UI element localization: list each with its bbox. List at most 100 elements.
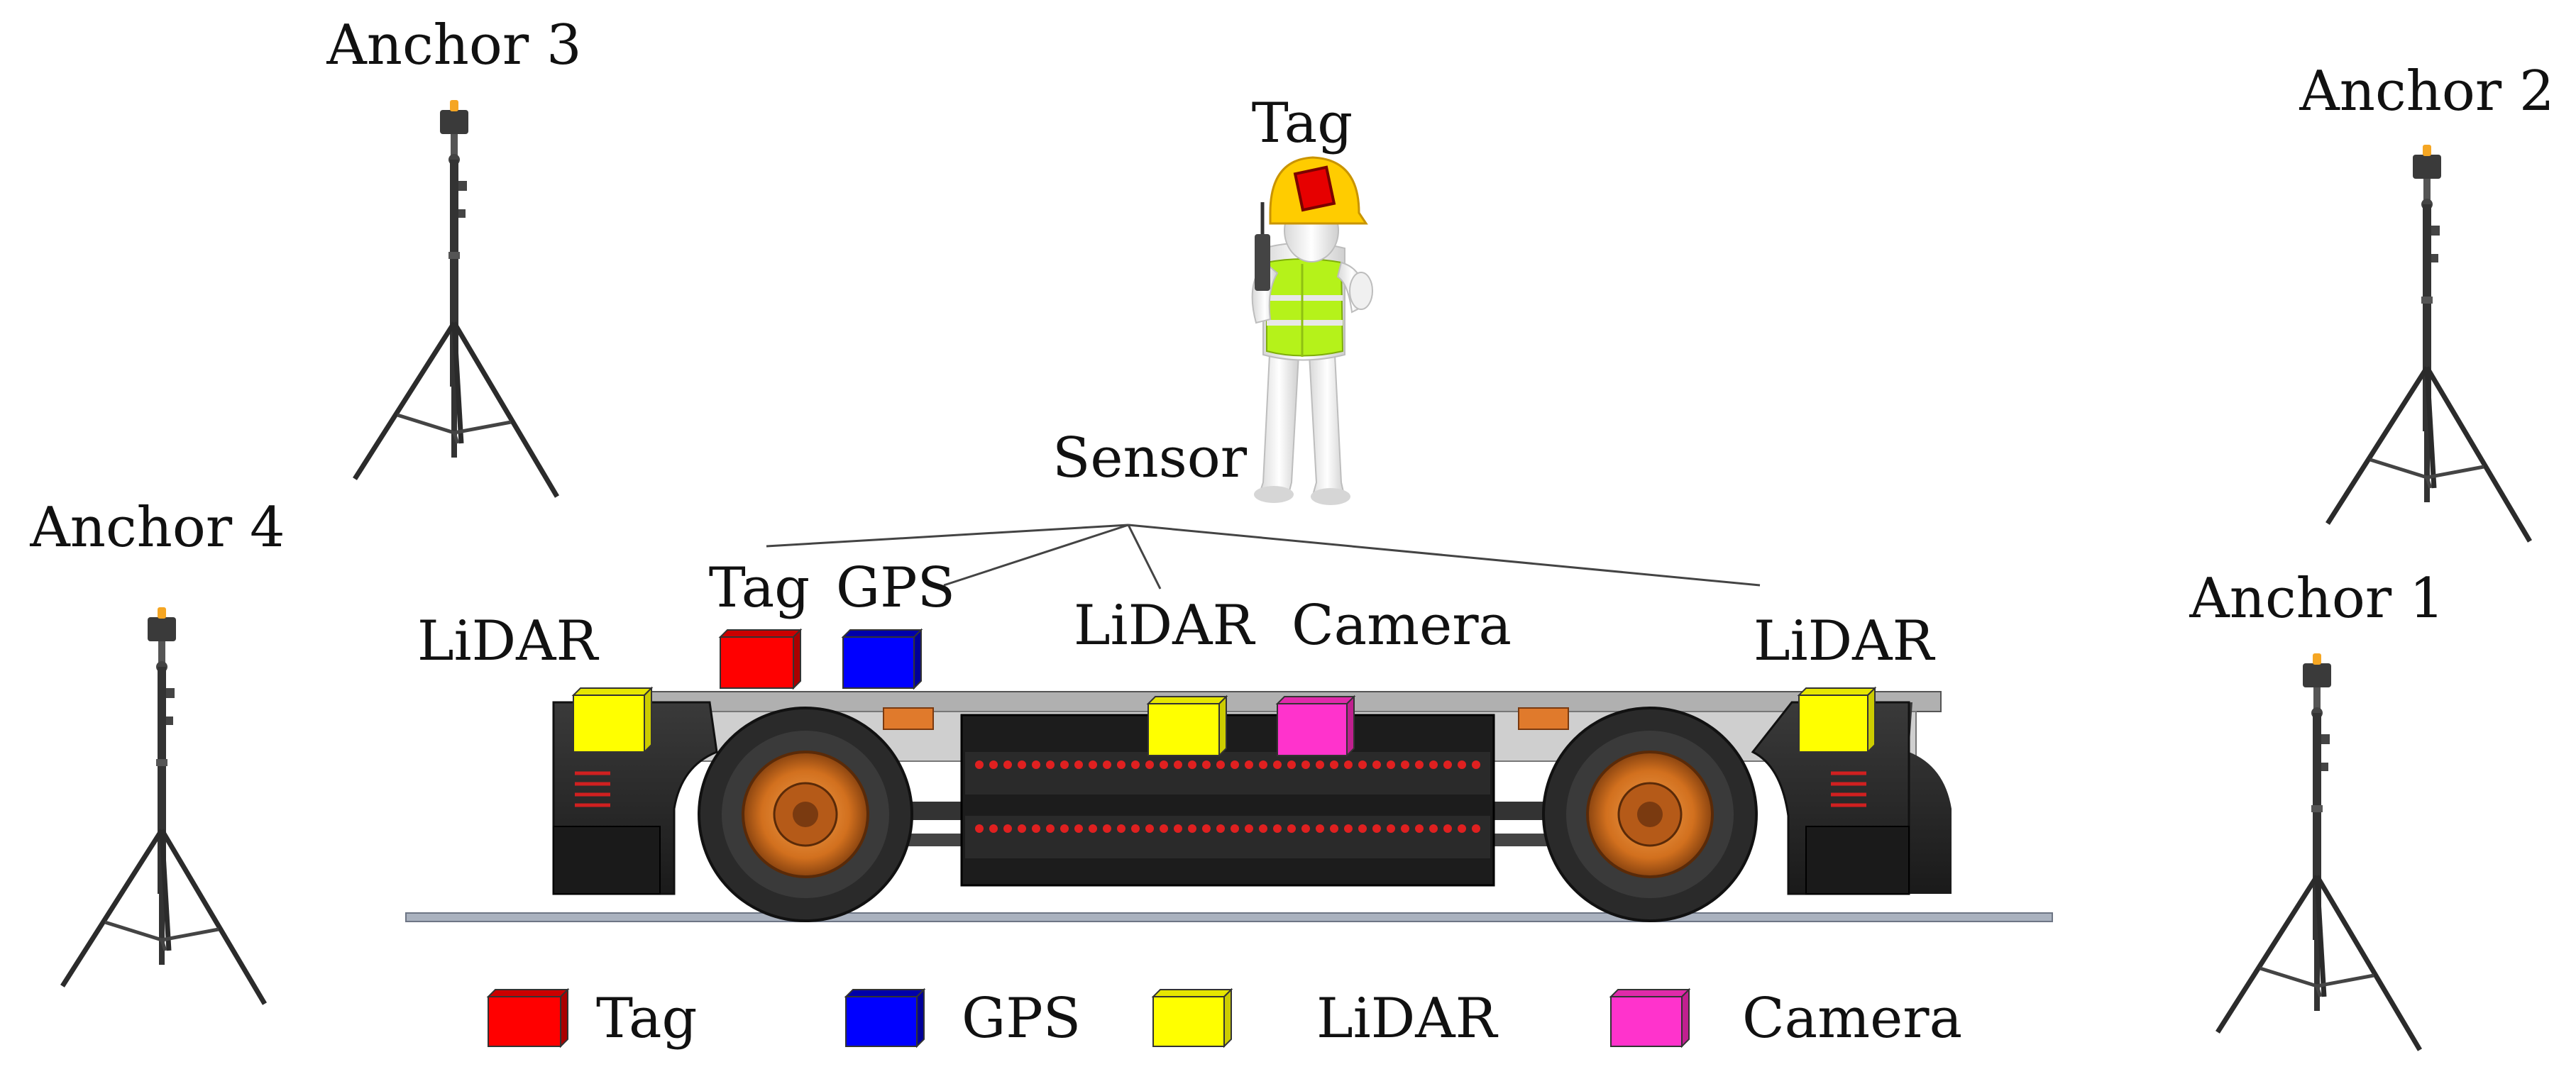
left-wheel bbox=[698, 707, 913, 922]
lidar-left-label: LiDAR bbox=[417, 609, 600, 673]
led-dot bbox=[1316, 760, 1324, 769]
anchor-1-label: Anchor 1 bbox=[2189, 567, 2444, 631]
anchor-3-tripod-icon bbox=[355, 100, 557, 497]
person-tag-label: Tag bbox=[1252, 92, 1353, 155]
led-dot bbox=[1358, 824, 1367, 833]
legend-item-tag: Tag bbox=[486, 987, 697, 1051]
led-dot bbox=[1330, 824, 1338, 833]
led-dot bbox=[1301, 824, 1310, 833]
led-dot bbox=[1003, 824, 1012, 833]
led-dot bbox=[1216, 824, 1225, 833]
led-dot bbox=[975, 824, 984, 833]
led-dot bbox=[1458, 824, 1466, 833]
led-dot bbox=[989, 760, 998, 769]
led-dot bbox=[1145, 760, 1154, 769]
led-dot bbox=[1103, 760, 1111, 769]
led-dot bbox=[1074, 760, 1083, 769]
anchor-2-tripod-icon bbox=[2328, 145, 2530, 541]
led-dot bbox=[1259, 824, 1267, 833]
anchor-4: Anchor 4 bbox=[29, 496, 285, 1004]
legend: Tag GPS LiDAR Camera bbox=[486, 987, 1962, 1051]
led-dot bbox=[1415, 824, 1424, 833]
led-dot bbox=[1330, 760, 1338, 769]
led-dot bbox=[1443, 824, 1452, 833]
led-dot bbox=[1046, 760, 1055, 769]
led-dot bbox=[1074, 824, 1083, 833]
legend-swatch-camera bbox=[1610, 996, 1683, 1047]
right-wheel bbox=[1542, 707, 1758, 922]
led-dot bbox=[1003, 760, 1012, 769]
led-dot bbox=[1202, 760, 1211, 769]
led-dot bbox=[1344, 824, 1353, 833]
anchor-4-tripod-icon bbox=[62, 607, 265, 1004]
led-dot bbox=[1089, 760, 1097, 769]
anchor-2: Anchor 2 bbox=[2299, 60, 2555, 541]
led-dot bbox=[975, 760, 984, 769]
legend-swatch-tag bbox=[488, 996, 561, 1047]
legend-item-camera: Camera bbox=[1609, 987, 1962, 1051]
led-dot bbox=[1032, 824, 1040, 833]
led-dot bbox=[1216, 760, 1225, 769]
led-dot bbox=[1273, 824, 1282, 833]
sensor-lidar-right bbox=[1797, 686, 1877, 754]
led-dot bbox=[1372, 760, 1381, 769]
safety-vest-icon bbox=[1266, 258, 1344, 357]
led-dot bbox=[1245, 824, 1253, 833]
battery-box bbox=[960, 714, 1495, 887]
vehicle-gps-label: GPS bbox=[836, 556, 955, 620]
led-dot bbox=[1301, 760, 1310, 769]
led-dot bbox=[1160, 824, 1168, 833]
worker-figure: Tag bbox=[1251, 92, 1373, 505]
led-dot bbox=[1372, 824, 1381, 833]
led-dot bbox=[1287, 760, 1296, 769]
helmet-tag-icon bbox=[1293, 165, 1336, 212]
vehicle-tag-label: Tag bbox=[709, 556, 810, 620]
led-dot bbox=[1259, 760, 1267, 769]
legend-label-tag: Tag bbox=[596, 987, 697, 1051]
led-strip-top bbox=[975, 760, 1480, 769]
legend-swatch-lidar bbox=[1152, 996, 1225, 1047]
camera-label: Camera bbox=[1292, 594, 1512, 658]
led-dot bbox=[989, 824, 998, 833]
led-dot bbox=[1174, 760, 1182, 769]
lidar-mid-label: LiDAR bbox=[1074, 594, 1256, 658]
led-dot bbox=[1032, 760, 1040, 769]
anchor-2-label: Anchor 2 bbox=[2299, 60, 2554, 123]
led-dot bbox=[1160, 760, 1168, 769]
sensor-gps bbox=[841, 628, 923, 690]
led-dot bbox=[1231, 760, 1239, 769]
sensor-lidar-left bbox=[571, 686, 654, 754]
led-dot bbox=[1245, 760, 1253, 769]
led-dot bbox=[1273, 760, 1282, 769]
led-dot bbox=[1401, 760, 1409, 769]
sensor-camera bbox=[1275, 695, 1356, 758]
sensor-tag bbox=[718, 628, 803, 690]
led-dot bbox=[1472, 760, 1480, 769]
led-dot bbox=[1188, 824, 1196, 833]
vehicle bbox=[405, 628, 2053, 922]
led-dot bbox=[1429, 760, 1438, 769]
led-dot bbox=[1131, 824, 1140, 833]
led-dot bbox=[1188, 760, 1196, 769]
anchor-1: Anchor 1 bbox=[2189, 567, 2445, 1050]
led-dot bbox=[1231, 824, 1239, 833]
anchor-1-tripod-icon bbox=[2218, 653, 2420, 1050]
led-dot bbox=[1429, 824, 1438, 833]
anchor-4-label: Anchor 4 bbox=[29, 496, 285, 560]
led-dot bbox=[1089, 824, 1097, 833]
led-dot bbox=[1287, 824, 1296, 833]
legend-item-gps: GPS bbox=[844, 987, 1081, 1051]
led-dot bbox=[1117, 760, 1125, 769]
led-dot bbox=[1060, 760, 1069, 769]
led-dot bbox=[1387, 760, 1395, 769]
led-dot bbox=[1117, 824, 1125, 833]
sensor-lidar-mid bbox=[1146, 695, 1228, 758]
led-strip-bottom bbox=[975, 824, 1480, 833]
legend-swatch-gps bbox=[845, 996, 918, 1047]
led-dot bbox=[1316, 824, 1324, 833]
legend-label-lidar: LiDAR bbox=[1316, 987, 1499, 1051]
sensor-connector-lines bbox=[766, 524, 1761, 590]
led-dot bbox=[1401, 824, 1409, 833]
